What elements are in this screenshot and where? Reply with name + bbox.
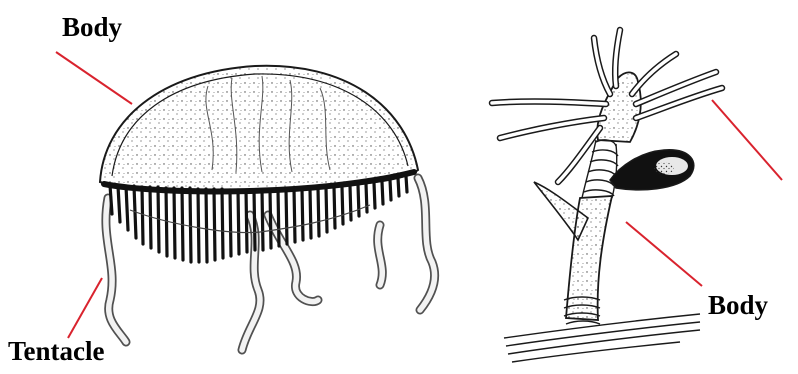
polyp-substrate xyxy=(504,314,700,362)
leader-line-polyp-tentacle xyxy=(712,100,782,180)
polyp-body-label: Body xyxy=(708,292,768,319)
leader-line-polyp-body xyxy=(626,222,702,286)
leader-line-jellyfish-body xyxy=(56,52,132,104)
jellyfish-illustration xyxy=(100,66,435,350)
polyp-illustration xyxy=(492,30,722,362)
polyp-bud xyxy=(610,150,694,190)
jellyfish-tentacle-label: Tentacle xyxy=(8,338,105,365)
jellyfish-bell xyxy=(100,66,418,190)
jellyfish-body-label: Body xyxy=(62,14,122,41)
leader-line-tentacle xyxy=(68,278,102,338)
